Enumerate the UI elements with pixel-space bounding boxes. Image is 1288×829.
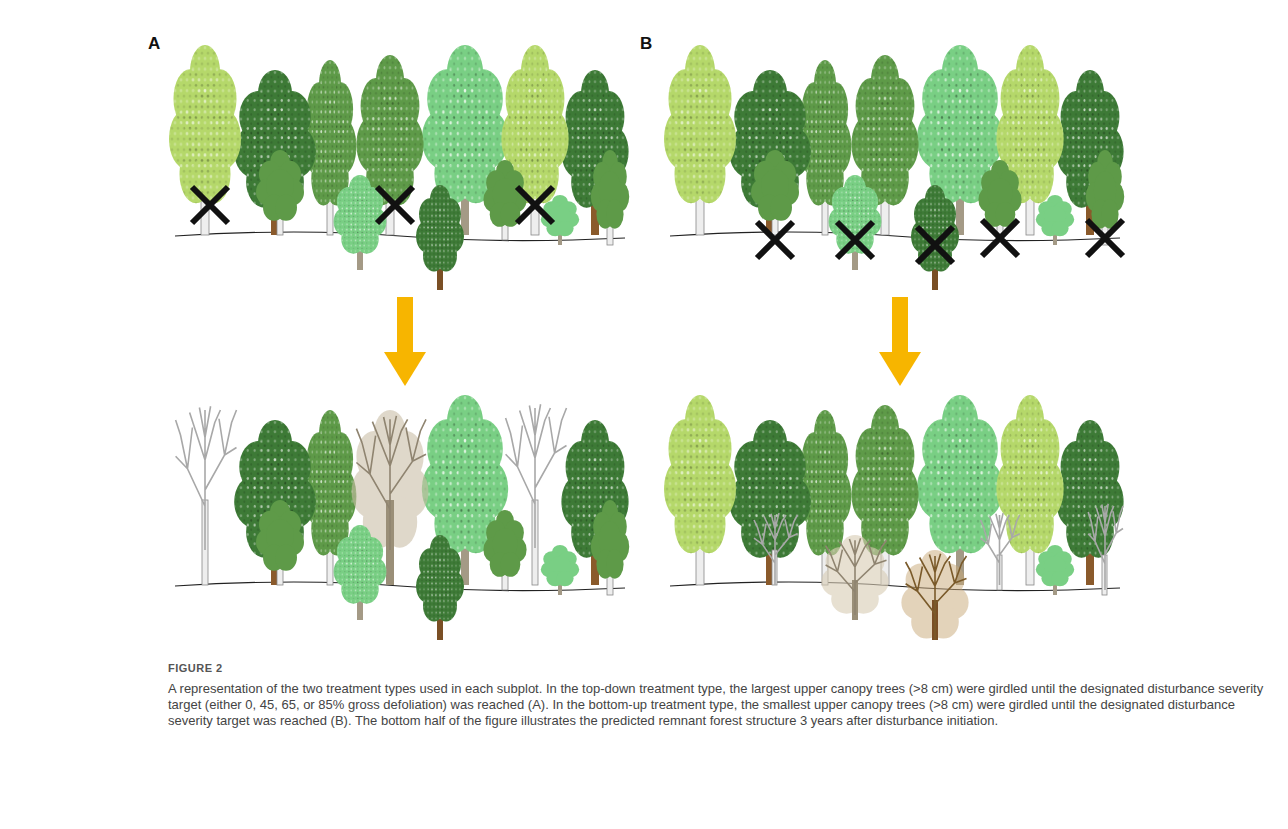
figure-caption: A representation of the two treatment ty… <box>168 681 1273 729</box>
panel-b-after <box>664 395 1124 640</box>
panel-b-before <box>664 45 1124 290</box>
figure-number: FIGURE 2 <box>168 662 223 674</box>
panel-a-before <box>169 45 629 290</box>
panel-letter: A <box>148 34 160 54</box>
down-arrows <box>384 297 921 386</box>
panel-a-after <box>175 395 629 640</box>
panel-letter: B <box>640 34 652 54</box>
